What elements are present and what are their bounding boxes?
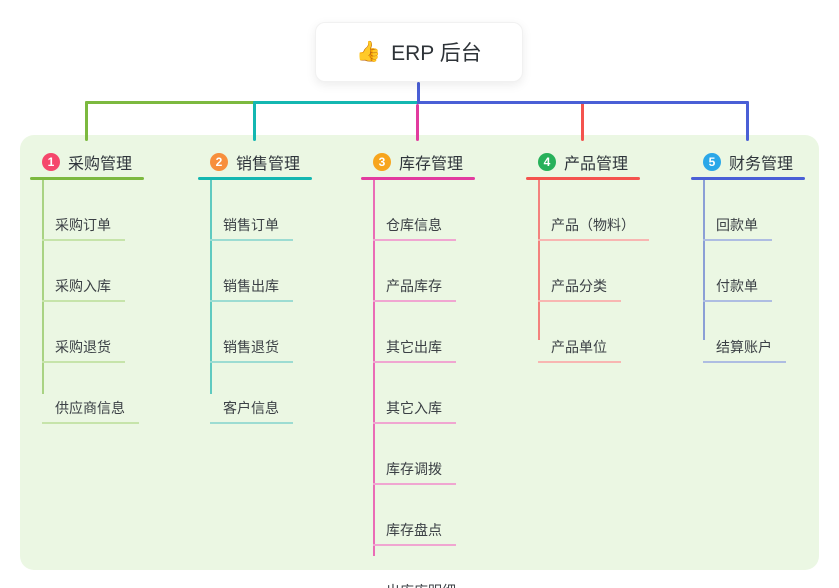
branches-panel [20, 135, 819, 570]
branch-item[interactable]: 付款单 [703, 241, 772, 302]
branch-underline [198, 177, 312, 180]
branch-number-badge: 2 [210, 152, 228, 171]
root-node-label: ERP 后台 [391, 42, 482, 65]
branch-item-list: 仓库信息产品库存其它出库其它入库库存调拨库存盘点出库库明细 [361, 180, 475, 588]
branch-item-label: 结算账户 [716, 339, 772, 356]
branch-4: 4 产品管理产品（物料） 产品分类产品单位 [526, 146, 649, 363]
branch-item[interactable]: 产品单位 [538, 302, 621, 363]
connector-line [253, 101, 256, 141]
branch-item[interactable]: 客户信息 [210, 363, 293, 424]
connector-line [417, 82, 420, 104]
branch-item-label: 销售订单 [223, 217, 279, 234]
branch-item-label: 采购入库 [55, 278, 111, 295]
connector-line [746, 101, 749, 141]
branch-title-label: 销售管理 [236, 155, 301, 173]
branch-item[interactable]: 其它出库 [373, 302, 456, 363]
branch-3-title[interactable]: 3 库存管理 [361, 146, 475, 177]
branch-title-label: 产品管理 [564, 155, 629, 173]
branch-item-label: 产品（物料） [551, 217, 635, 234]
branch-item-label: 产品单位 [551, 339, 607, 356]
branch-item-label: 库存盘点 [386, 522, 442, 539]
branch-item[interactable]: 产品库存 [373, 241, 456, 302]
branch-spine-line [373, 180, 375, 556]
branch-item[interactable]: 采购订单 [42, 180, 125, 241]
branch-item[interactable]: 其它入库 [373, 363, 456, 424]
branch-3: 3 库存管理仓库信息产品库存其它出库其它入库库存调拨库存盘点出库库明细 [361, 146, 475, 588]
branch-spine-line [210, 180, 212, 394]
branch-underline [691, 177, 805, 180]
connector-line [85, 101, 88, 141]
branch-item-label: 采购订单 [55, 217, 111, 234]
branch-item[interactable]: 仓库信息 [373, 180, 456, 241]
branch-item-list: 销售订单销售出库销售退货客户信息 [198, 180, 312, 424]
branch-item[interactable]: 销售订单 [210, 180, 293, 241]
branch-item[interactable]: 供应商信息 [42, 363, 139, 424]
branch-item[interactable]: 出库库明细 [373, 546, 470, 588]
branch-item-label: 采购退货 [55, 339, 111, 356]
branch-item[interactable]: 产品分类 [538, 241, 621, 302]
branch-1-title[interactable]: 1 采购管理 [30, 146, 144, 177]
branch-item[interactable]: 库存调拨 [373, 424, 456, 485]
branch-item[interactable]: 销售退货 [210, 302, 293, 363]
branch-item[interactable]: 采购入库 [42, 241, 125, 302]
branch-item[interactable]: 回款单 [703, 180, 772, 241]
branch-item-label: 客户信息 [223, 400, 279, 417]
branch-underline [30, 177, 144, 180]
branch-item-label: 仓库信息 [386, 217, 442, 234]
branch-item-list: 回款单付款单结算账户 [691, 180, 805, 363]
branch-item-label: 其它出库 [386, 339, 442, 356]
branch-spine-line [42, 180, 44, 394]
branch-item-label: 回款单 [716, 217, 758, 234]
branch-title-label: 财务管理 [729, 155, 794, 173]
branch-item[interactable]: 采购退货 [42, 302, 125, 363]
branch-item-label: 供应商信息 [55, 400, 125, 417]
connector-line [85, 101, 420, 104]
thumbs-up-icon: 👍 [356, 41, 382, 63]
branch-spine-line [538, 180, 540, 340]
branch-item[interactable]: 产品（物料） [538, 180, 649, 241]
root-node[interactable]: 👍 ERP 后台 [315, 22, 523, 82]
connector-line [416, 104, 419, 141]
branch-item[interactable]: 库存盘点 [373, 485, 456, 546]
branch-item[interactable]: 销售出库 [210, 241, 293, 302]
connector-line [417, 101, 749, 104]
branch-2: 2 销售管理销售订单销售出库销售退货客户信息 [198, 146, 312, 424]
connector-line [253, 101, 420, 104]
branch-5-title[interactable]: 5 财务管理 [691, 146, 805, 177]
branch-number-badge: 4 [538, 152, 556, 171]
branch-title-label: 库存管理 [399, 155, 464, 173]
branch-5: 5 财务管理回款单付款单结算账户 [691, 146, 805, 363]
branch-item-list: 采购订单采购入库采购退货供应商信息 [30, 180, 144, 424]
branch-number-badge: 3 [373, 152, 391, 171]
branch-title-label: 采购管理 [68, 155, 133, 173]
branch-item[interactable]: 结算账户 [703, 302, 786, 363]
branch-item-list: 产品（物料） 产品分类产品单位 [526, 180, 649, 363]
branch-underline [361, 177, 475, 180]
branch-spine-line [703, 180, 705, 340]
branch-item-label: 销售退货 [223, 339, 279, 356]
branch-number-badge: 5 [703, 152, 721, 171]
branch-item-label: 付款单 [716, 278, 758, 295]
branch-item-label: 销售出库 [223, 278, 279, 295]
branch-4-title[interactable]: 4 产品管理 [526, 146, 649, 177]
branch-2-title[interactable]: 2 销售管理 [198, 146, 312, 177]
branch-1: 1 采购管理采购订单采购入库采购退货供应商信息 [30, 146, 144, 424]
branch-underline [526, 177, 640, 180]
branch-item-label: 库存调拨 [386, 461, 442, 478]
branch-number-badge: 1 [42, 152, 60, 171]
branch-item-label: 产品分类 [551, 278, 607, 295]
branch-item-label: 出库库明细 [386, 583, 456, 588]
branch-item-label: 产品库存 [386, 278, 442, 295]
branch-item-label: 其它入库 [386, 400, 442, 417]
connector-line [581, 101, 584, 141]
